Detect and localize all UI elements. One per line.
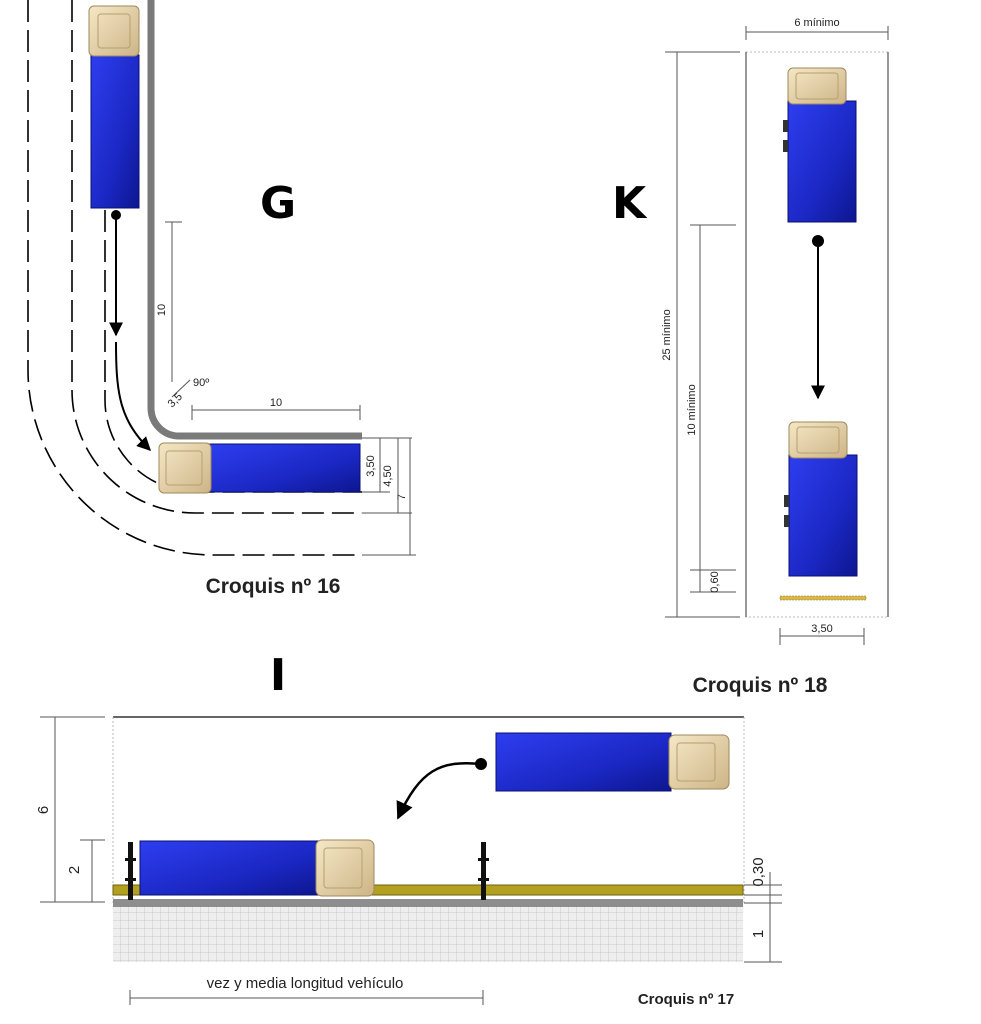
section-k-diagram: K 6 mínimo 25 mínimo 10 mínimo 0,60 3,50 (612, 17, 889, 697)
stop-line (779, 595, 867, 601)
caption-croquis-17: Croquis nº 17 (638, 991, 734, 1008)
letter-k: K (612, 178, 648, 229)
truck-cab (787, 67, 847, 105)
movement-arrow (396, 762, 482, 820)
truck-top (783, 67, 857, 223)
truck-bottom (784, 421, 858, 577)
section-g-diagram: 10 90º 3,5 10 3,50 4,50 7 G Croquis nº 1… (27, 0, 416, 598)
lane-line-middle (71, 0, 362, 514)
dim-25-minimo: 25 mínimo (661, 309, 673, 360)
movement-arrow-curve (115, 341, 151, 451)
dim-2: 2 (66, 866, 83, 874)
dim-6-minimo: 6 mínimo (794, 17, 839, 29)
truck-parked (139, 839, 375, 897)
dim-7: 7 (396, 494, 408, 500)
dim-3-50: 3,50 (811, 623, 832, 635)
section-i-diagram: I (35, 650, 782, 1008)
curb (113, 899, 743, 907)
truck-cab (315, 839, 375, 897)
truck-horizontal (158, 442, 361, 494)
truck-cab (668, 734, 730, 790)
truck-cargo (787, 100, 857, 223)
parking-strip (112, 884, 744, 896)
caption-croquis-18: Croquis nº 18 (693, 674, 828, 697)
dim-0-30: 0,30 (750, 857, 767, 886)
truck-cargo (495, 732, 672, 792)
truck-cab (788, 421, 848, 459)
caption-croquis-16: Croquis nº 16 (206, 575, 341, 598)
truck-cab (158, 442, 212, 494)
dim-1: 1 (750, 930, 767, 938)
dim-90-degrees: 90º (193, 377, 209, 389)
letter-i: I (270, 650, 286, 701)
truck-cab (88, 5, 140, 57)
dim-6: 6 (35, 806, 52, 814)
dim-10-vertical: 10 (156, 304, 168, 316)
dim-3-50: 3,50 (365, 455, 377, 476)
curb (147, 0, 362, 440)
lane-line-outer (27, 0, 362, 556)
truck-moving (495, 732, 730, 792)
dim-3-5: 3,5 (166, 391, 185, 410)
dim-4-50: 4,50 (382, 465, 394, 486)
truck-cargo (139, 840, 319, 896)
letter-g: G (260, 178, 296, 229)
truck-cargo (90, 54, 140, 209)
dim-0-60: 0,60 (709, 571, 721, 592)
length-label: vez y media longitud vehículo (207, 975, 404, 992)
dim-10-minimo: 10 mínimo (686, 384, 698, 435)
dim-10-horizontal: 10 (270, 397, 282, 409)
truck-cargo (788, 454, 858, 577)
post-left (125, 842, 136, 900)
sidewalk (113, 905, 743, 962)
truck-cargo (209, 443, 361, 493)
post-right (478, 842, 489, 900)
truck-vertical (88, 5, 140, 209)
